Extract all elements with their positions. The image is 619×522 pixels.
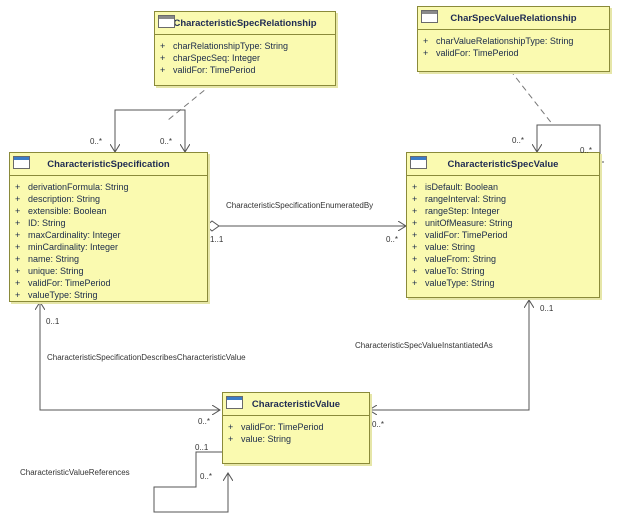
attribute-row: +unitOfMeasure: String	[412, 218, 513, 228]
attribute-row: +value: String	[228, 434, 292, 444]
attribute-row: +rangeStep: Integer	[412, 206, 500, 216]
attribute-row: +maxCardinality: Integer	[15, 230, 121, 240]
multiplicity-label: 0..*	[90, 137, 103, 146]
class-title: CharacteristicSpecification	[47, 158, 170, 170]
attribute-row: +ID: String	[15, 218, 66, 228]
self-association-spec-value	[536, 124, 604, 163]
attribute-row: +extensible: Boolean	[15, 206, 107, 216]
attribute-row: +validFor: TimePeriod	[160, 65, 256, 75]
association-class-icon	[421, 10, 438, 23]
multiplicity-label: 0..*	[200, 472, 213, 481]
multiplicity-label: 0..1	[195, 443, 209, 452]
multiplicity-label: 0..*	[372, 420, 385, 429]
class-characteristic-specification[interactable]: CharacteristicSpecification +derivationF…	[9, 152, 208, 302]
describes-value-association	[39, 302, 220, 410]
multiplicity-label: 1..1	[210, 235, 224, 244]
value-references-association	[153, 451, 228, 513]
self-association-spec	[114, 109, 185, 152]
attribute-row: +charValueRelationshipType: String	[423, 36, 574, 46]
association-label-describes-value: CharacteristicSpecificationDescribesChar…	[47, 353, 246, 362]
attribute-row: +charRelationshipType: String	[160, 41, 289, 51]
class-characteristic-value[interactable]: CharacteristicValue +validFor: TimePerio…	[222, 392, 370, 464]
class-title: CharacteristicSpecRelationship	[173, 17, 317, 29]
attribute-row: +minCardinality: Integer	[15, 242, 119, 252]
class-icon	[13, 156, 30, 169]
multiplicity-label: 0..*	[198, 417, 211, 426]
attribute-row: +derivationFormula: String	[15, 182, 129, 192]
attribute-row: +name: String	[15, 254, 80, 264]
association-label-enumerated-by: CharacteristicSpecificationEnumeratedBy	[226, 201, 374, 210]
class-title: CharacteristicValue	[251, 398, 341, 410]
multiplicity-label: 0..*	[386, 235, 399, 244]
attribute-row: +value: String	[412, 242, 476, 252]
attribute-row: +validFor: TimePeriod	[15, 278, 111, 288]
attribute-row: +isDefault: Boolean	[412, 182, 499, 192]
dashed-link-spec-relationship	[167, 83, 213, 121]
association-label-instantiated-as: CharacteristicSpecValueInstantiatedAs	[355, 341, 493, 350]
association-label-value-references: CharacteristicValueReferences	[20, 468, 130, 477]
attribute-row: +rangeInterval: String	[412, 194, 507, 204]
attribute-row: +validFor: TimePeriod	[423, 48, 519, 58]
aggregation-diamond	[205, 220, 220, 232]
multiplicity-label: 0..*	[512, 136, 525, 145]
attribute-row: +valueFrom: String	[412, 254, 497, 264]
multiplicity-label: 0..1	[46, 317, 60, 326]
multiplicity-label: 0..*	[160, 137, 173, 146]
class-characteristic-spec-value[interactable]: CharacteristicSpecValue +isDefault: Bool…	[406, 152, 600, 298]
dashed-link-value-relationship	[509, 69, 554, 126]
attribute-row: +charSpecSeq: Integer	[160, 53, 261, 63]
attribute-row: +unique: String	[15, 266, 84, 276]
instantiated-as-association	[369, 300, 530, 410]
class-icon	[410, 156, 427, 169]
multiplicity-label: 0..1	[540, 304, 554, 313]
attribute-row: +validFor: TimePeriod	[412, 230, 508, 240]
class-char-spec-value-relationship[interactable]: CharSpecValueRelationship +charValueRela…	[417, 6, 610, 72]
attribute-row: +valueType: String	[15, 290, 98, 300]
attribute-row: +valueType: String	[412, 278, 495, 288]
class-characteristic-spec-relationship[interactable]: CharacteristicSpecRelationship +charRela…	[154, 11, 336, 86]
association-class-icon	[158, 15, 175, 28]
class-title: CharacteristicSpecValue	[447, 158, 559, 170]
attribute-row: +valueTo: String	[412, 266, 485, 276]
class-icon	[226, 396, 243, 409]
class-title: CharSpecValueRelationship	[450, 12, 577, 24]
attribute-row: +description: String	[15, 194, 101, 204]
attribute-row: +validFor: TimePeriod	[228, 422, 324, 432]
multiplicity-label: 0..*	[580, 146, 593, 155]
